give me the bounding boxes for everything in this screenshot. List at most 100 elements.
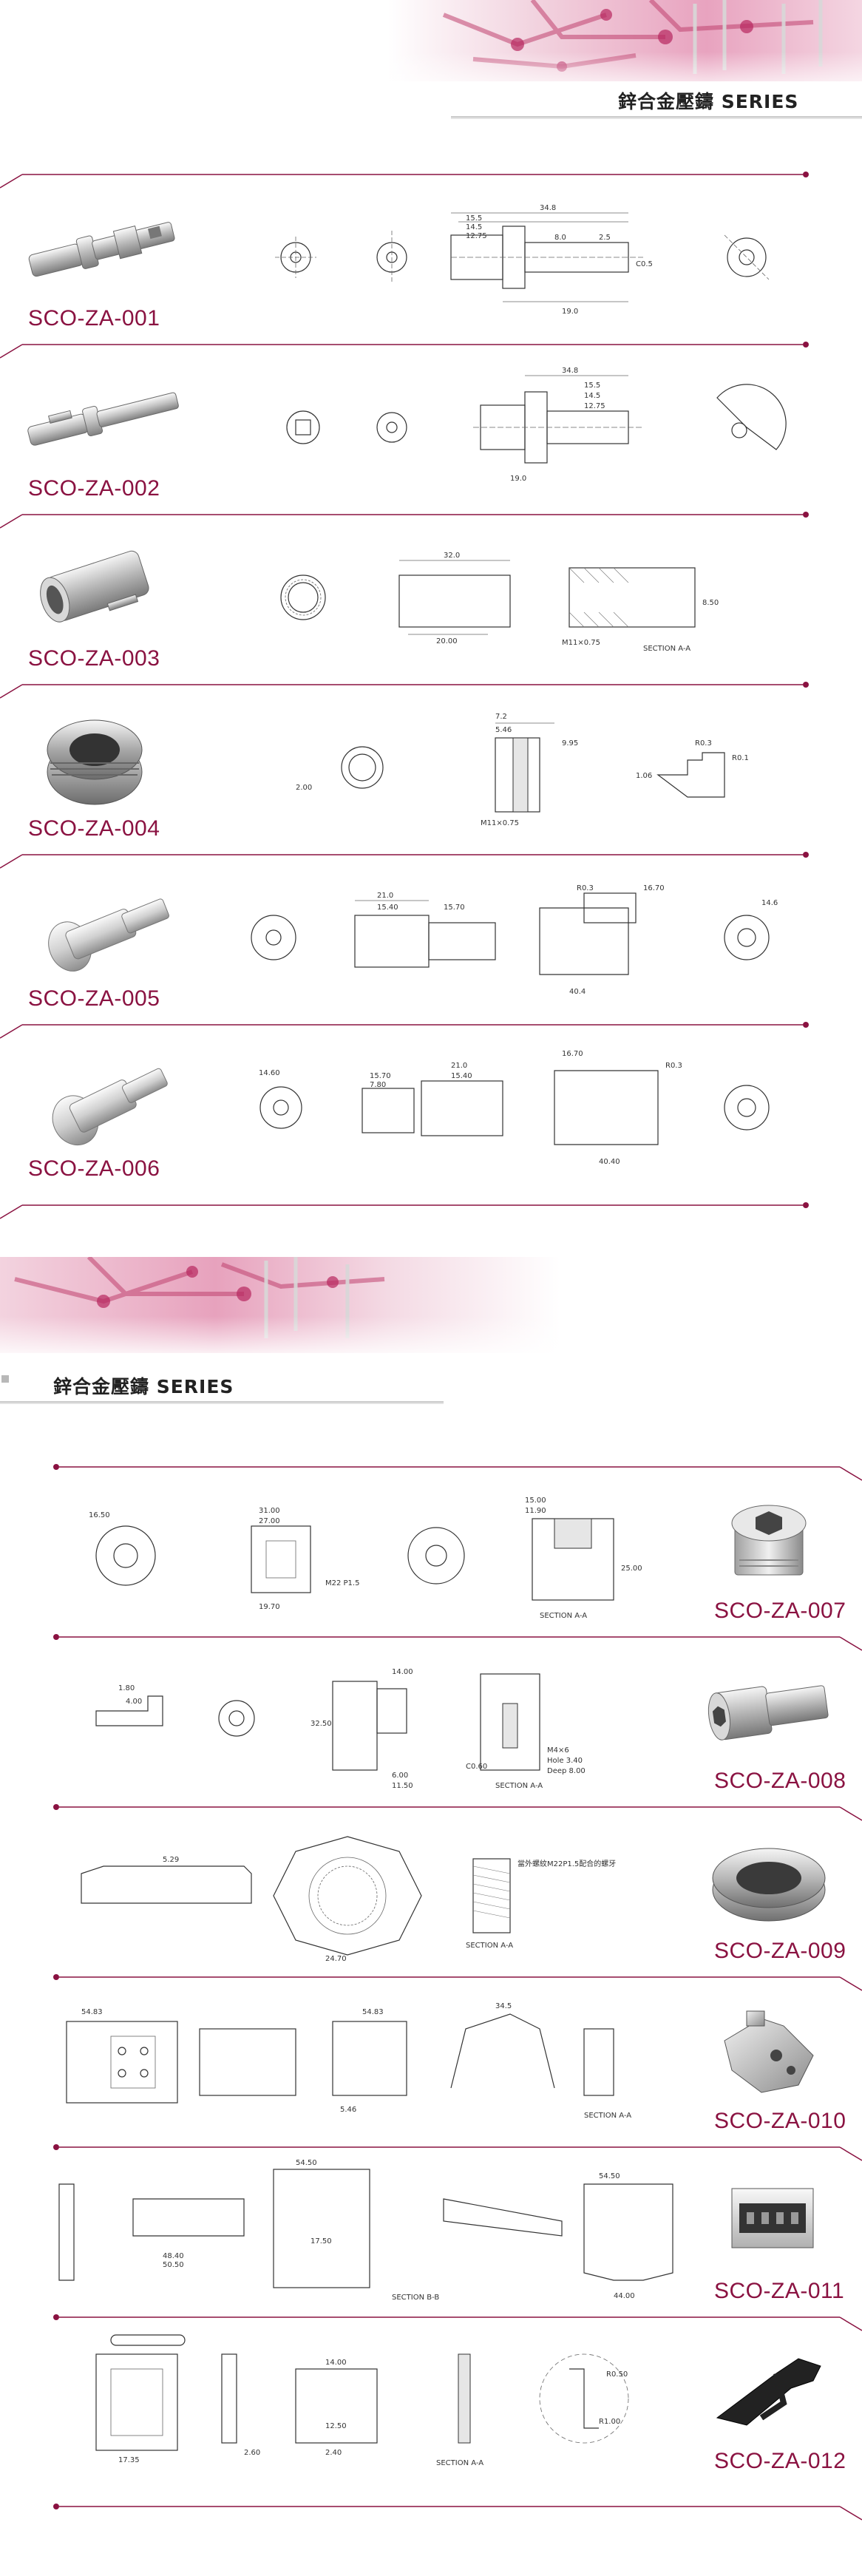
technical-drawing-011: 48.40 50.50 54.50 17.50 SECTION B-B 54.5… [52, 2155, 688, 2302]
svg-text:15.40: 15.40 [377, 904, 398, 912]
product-row-sco-za-007: 16.50 31.00 27.00 M22 P1.5 19.70 15.00 1… [0, 1461, 862, 1631]
product-photo-lock-nut [702, 1819, 835, 1937]
svg-text:SECTION B-B: SECTION B-B [392, 2294, 439, 2302]
svg-text:19.70: 19.70 [259, 1603, 280, 1611]
svg-text:20.00: 20.00 [436, 637, 458, 645]
page1-banner [0, 0, 862, 133]
svg-text:5.46: 5.46 [495, 726, 512, 734]
svg-text:12.50: 12.50 [325, 2422, 347, 2430]
svg-text:2.60: 2.60 [244, 2449, 260, 2457]
product-photo-zinc-shaft [21, 191, 191, 302]
product-photo-hex-socket-nut [702, 1479, 835, 1597]
svg-text:R0.50: R0.50 [606, 2370, 628, 2379]
svg-text:11.90: 11.90 [525, 1507, 546, 1515]
svg-text:50.50: 50.50 [163, 2261, 184, 2269]
svg-text:M4×6: M4×6 [547, 1746, 569, 1755]
svg-text:8.50: 8.50 [702, 599, 719, 607]
svg-text:4.00: 4.00 [126, 1698, 142, 1706]
svg-text:31.00: 31.00 [259, 1507, 280, 1515]
pcb-banner-image [0, 0, 862, 119]
page2-banner [0, 1257, 862, 1404]
svg-text:34.8: 34.8 [562, 367, 578, 375]
product-row-sco-za-003: 32.0 20.00 M11×0.75 SECTION A-A 8.50 SCO… [0, 509, 862, 679]
svg-text:17.35: 17.35 [118, 2456, 140, 2464]
product-photo-zinc-knob-shaft [21, 871, 191, 982]
svg-text:R0.1: R0.1 [732, 754, 749, 762]
product-code: SCO-ZA-005 [28, 986, 160, 1011]
svg-text:24.70: 24.70 [325, 1955, 347, 1962]
svg-text:5.29: 5.29 [163, 1856, 179, 1864]
svg-text:54.83: 54.83 [81, 2008, 103, 2016]
product-code: SCO-ZA-009 [714, 1939, 846, 1963]
row-frame [0, 172, 809, 189]
svg-text:16.50: 16.50 [89, 1511, 110, 1519]
product-row-sco-za-008: 1.80 4.00 14.00 32.50 6.00 11.50 M4×6 Ho… [0, 1631, 862, 1801]
svg-text:7.80: 7.80 [370, 1081, 386, 1089]
svg-text:2.40: 2.40 [325, 2449, 342, 2457]
svg-text:C0.5: C0.5 [636, 260, 653, 268]
svg-text:16.70: 16.70 [643, 884, 665, 892]
product-row-sco-za-006: 14.60 15.70 7.80 21.0 15.40 16.70 R0.3 4… [0, 1019, 862, 1219]
product-code: SCO-ZA-003 [28, 646, 160, 671]
product-row-sco-za-001: 34.8 15.5 14.5 12.75 8.0 2.5 19.0 C0.5 S… [0, 169, 862, 339]
svg-text:6.00: 6.00 [392, 1772, 408, 1780]
svg-text:54.50: 54.50 [296, 2159, 317, 2167]
series-title: 鋅合金壓鑄 SERIES [53, 1376, 234, 1397]
svg-text:19.0: 19.0 [562, 308, 578, 316]
technical-drawing-004: 2.00 7.2 5.46 9.95 M11×0.75 R0.3 R0.1 1.… [214, 694, 821, 834]
technical-drawing-008: 1.80 4.00 14.00 32.50 6.00 11.50 M4×6 Ho… [52, 1644, 688, 1792]
product-photo-hex-socket-bolt [702, 1649, 835, 1767]
svg-text:SECTION A-A: SECTION A-A [643, 645, 690, 653]
svg-text:SECTION A-A: SECTION A-A [495, 1782, 543, 1790]
svg-text:R0.3: R0.3 [665, 1062, 682, 1070]
svg-text:Deep 8.00: Deep 8.00 [547, 1767, 586, 1775]
svg-text:R0.3: R0.3 [577, 884, 594, 892]
svg-text:5.46: 5.46 [340, 2106, 356, 2114]
product-row-sco-za-002: 34.8 15.5 14.5 12.75 19.0 SCO-ZA-002 [0, 339, 862, 509]
svg-text:16.70: 16.70 [562, 1050, 583, 1058]
svg-text:9.95: 9.95 [562, 739, 578, 748]
svg-text:14.00: 14.00 [325, 2359, 347, 2367]
product-photo-zinc-shaft-long [21, 361, 191, 472]
svg-text:SECTION A-A: SECTION A-A [436, 2459, 483, 2467]
svg-text:44.00: 44.00 [614, 2292, 635, 2300]
svg-text:R1.00: R1.00 [599, 2418, 620, 2426]
svg-text:40.40: 40.40 [599, 1158, 620, 1166]
svg-text:14.60: 14.60 [259, 1069, 280, 1077]
product-photo-bracket [702, 1989, 835, 2107]
svg-text:12.75: 12.75 [466, 232, 487, 240]
svg-text:8.0: 8.0 [554, 234, 566, 242]
svg-text:17.50: 17.50 [310, 2237, 332, 2245]
svg-text:1.06: 1.06 [636, 772, 652, 780]
svg-text:19.0: 19.0 [510, 475, 526, 483]
product-code: SCO-ZA-006 [28, 1156, 160, 1181]
product-code: SCO-ZA-012 [714, 2449, 846, 2473]
svg-text:M11×0.75: M11×0.75 [481, 819, 519, 827]
svg-text:M11×0.75: M11×0.75 [562, 639, 600, 647]
product-row-sco-za-012: 17.35 14.00 12.50 2.40 2.60 SECTION A-A … [0, 2311, 862, 2521]
svg-text:Hole 3.40: Hole 3.40 [547, 1757, 583, 1765]
technical-drawing-003: 32.0 20.00 M11×0.75 SECTION A-A 8.50 [214, 523, 821, 664]
svg-text:34.5: 34.5 [495, 2002, 512, 2010]
series-title: 鋅合金壓鑄 SERIES [618, 91, 799, 112]
product-code: SCO-ZA-002 [28, 476, 160, 501]
svg-text:11.50: 11.50 [392, 1782, 413, 1790]
product-photo-clip-bracket [702, 2329, 835, 2447]
svg-text:14.6: 14.6 [761, 899, 778, 907]
svg-text:14.5: 14.5 [466, 223, 482, 231]
technical-drawing-002: 34.8 15.5 14.5 12.75 19.0 [214, 353, 821, 494]
technical-drawing-009: 5.29 24.70 當外螺紋M22P1.5配合的螺牙 SECTION A-A [52, 1814, 688, 1963]
product-row-sco-za-010: 54.83 54.83 5.46 34.5 SECTION A-A SCO-ZA… [0, 1971, 862, 2141]
svg-text:25.00: 25.00 [621, 1565, 642, 1573]
svg-text:15.5: 15.5 [584, 382, 600, 390]
svg-text:14.00: 14.00 [392, 1668, 413, 1676]
svg-text:C0.60: C0.60 [466, 1763, 487, 1771]
product-code: SCO-ZA-008 [714, 1769, 846, 1793]
svg-text:21.0: 21.0 [451, 1062, 467, 1070]
svg-text:SECTION A-A: SECTION A-A [584, 2112, 631, 2120]
svg-text:34.8: 34.8 [540, 204, 556, 212]
svg-text:15.5: 15.5 [466, 214, 482, 223]
svg-text:R0.3: R0.3 [695, 739, 712, 748]
catalog-page-1: 鋅合金壓鑄 SERIES [0, 0, 862, 1245]
technical-drawing-001: 34.8 15.5 14.5 12.75 8.0 2.5 19.0 C0.5 [214, 183, 821, 324]
